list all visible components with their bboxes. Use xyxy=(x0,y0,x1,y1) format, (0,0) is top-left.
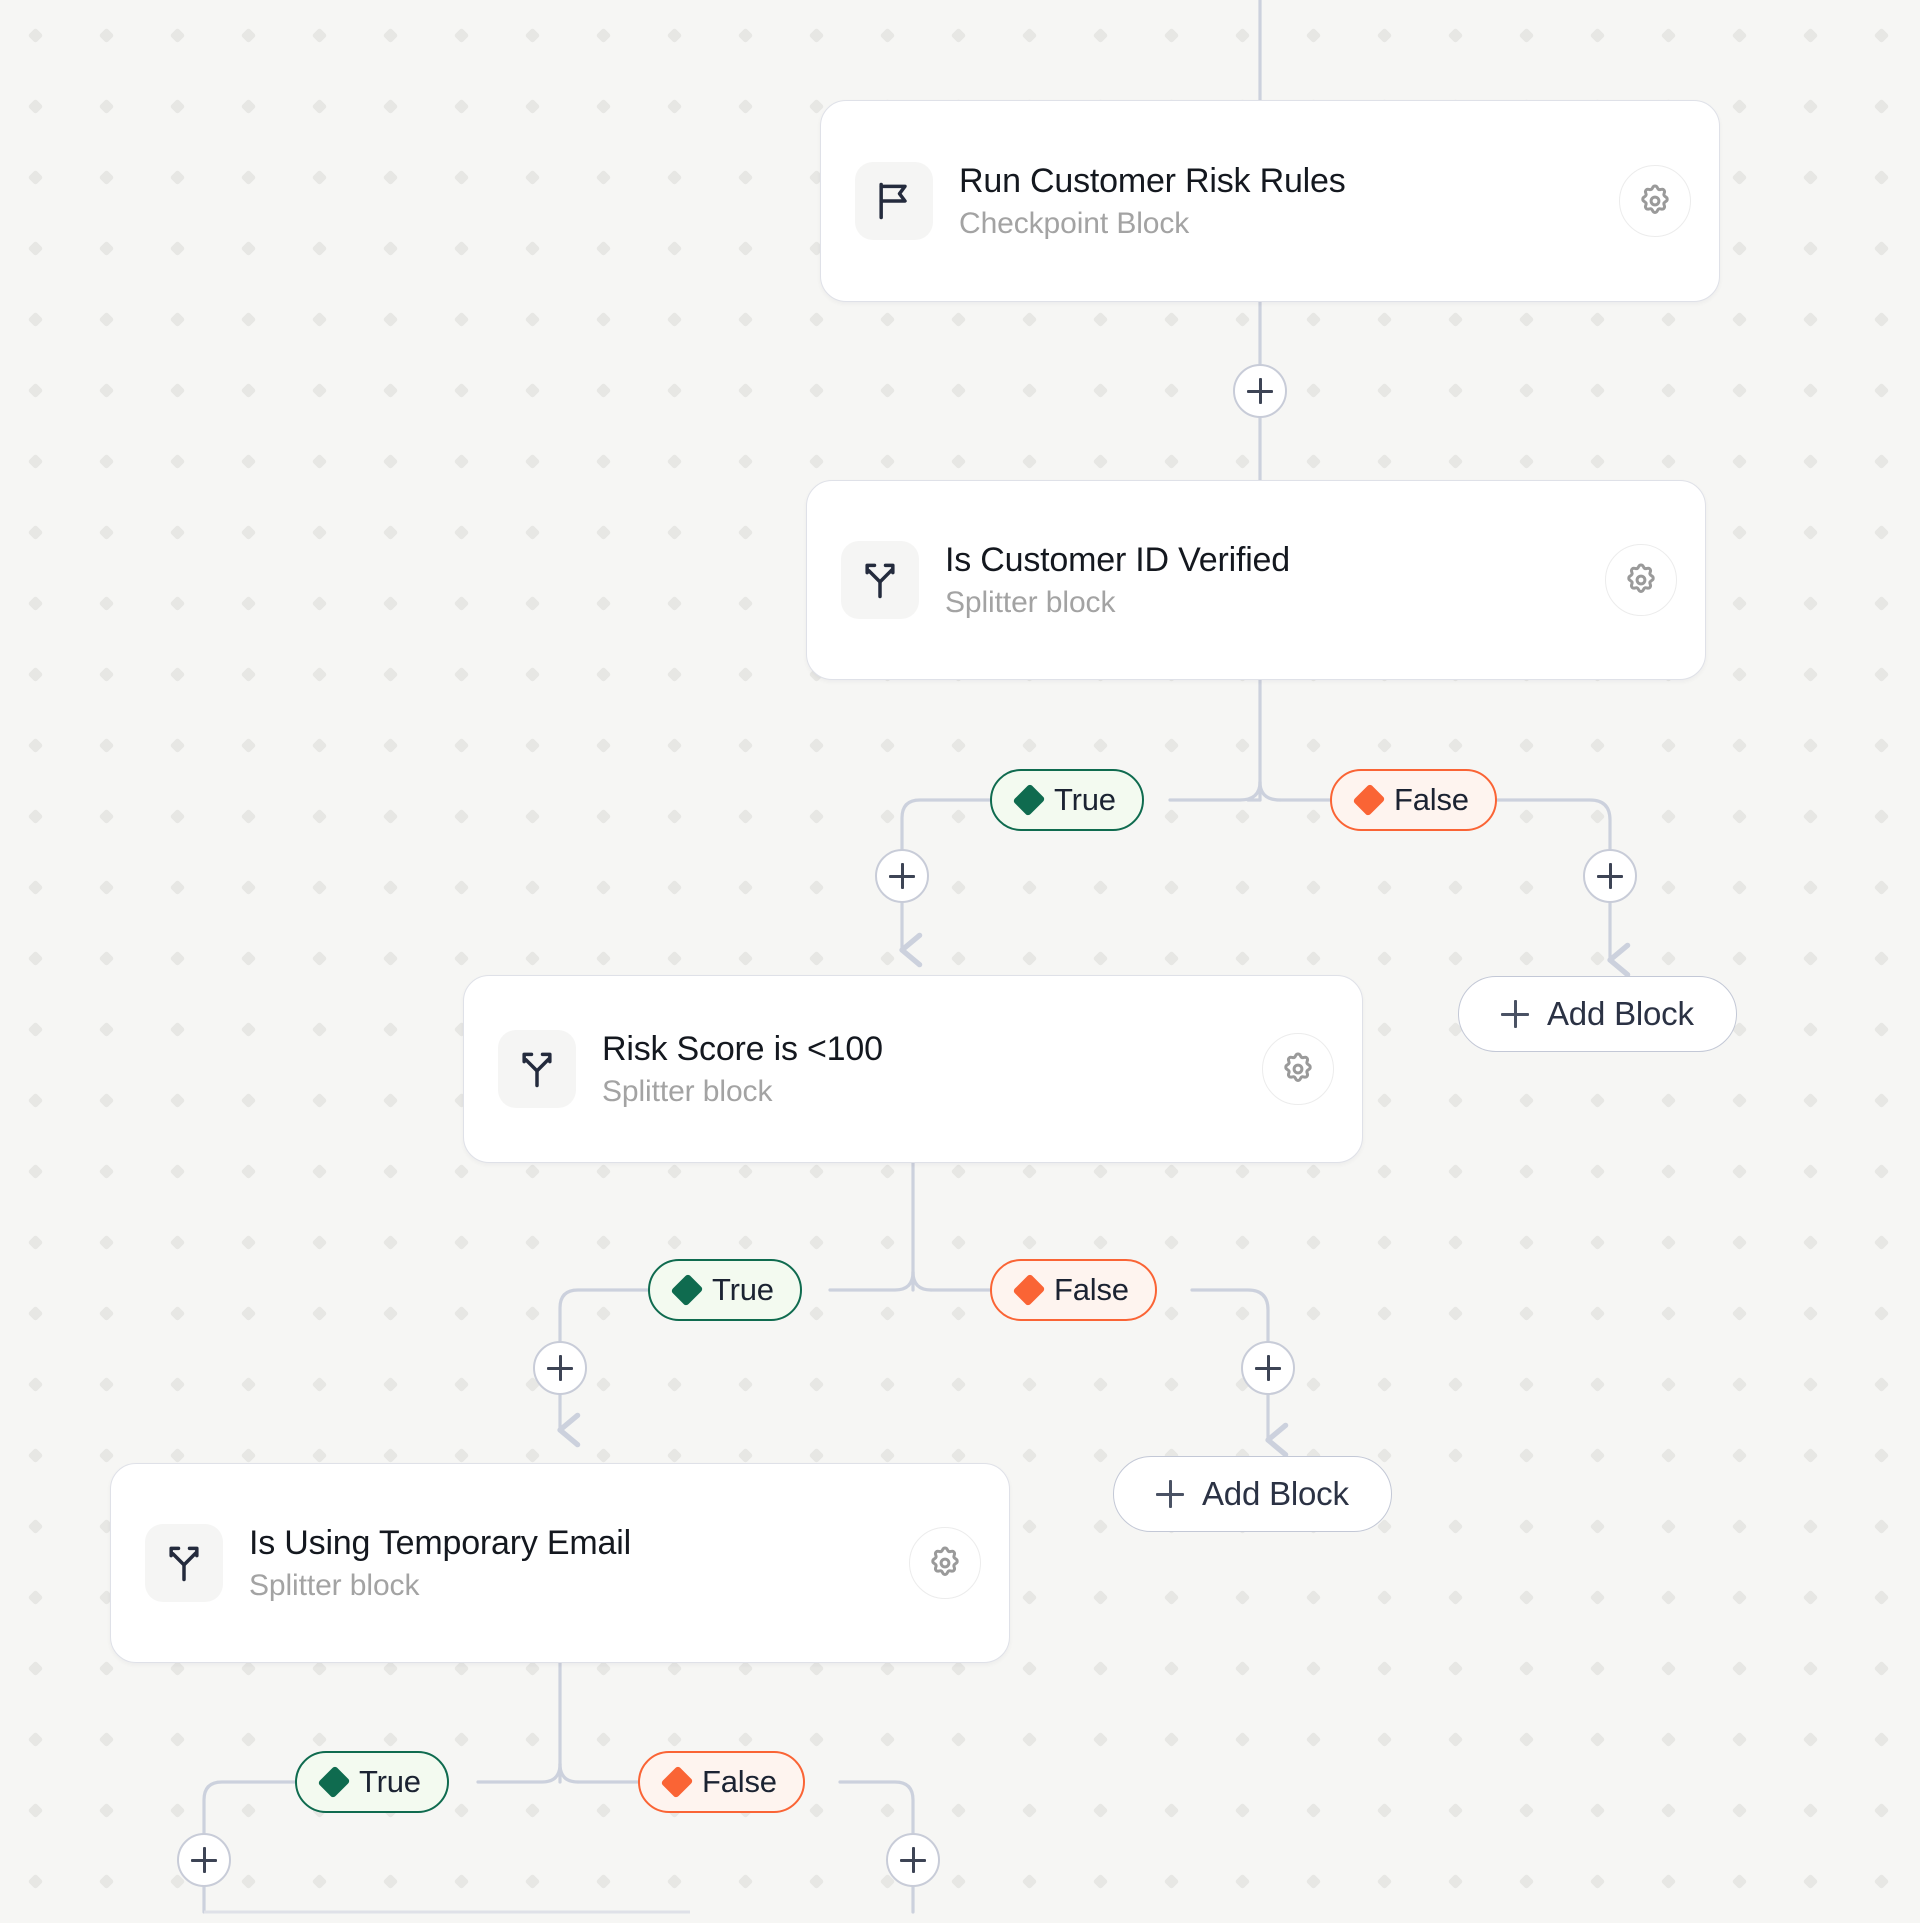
block-is-using-temporary-email[interactable]: Is Using Temporary Email Splitter block xyxy=(110,1463,1010,1663)
gear-icon[interactable] xyxy=(1605,544,1677,616)
block-text: Is Customer ID Verified Splitter block xyxy=(945,541,1579,620)
insert-verified-true-branch-button[interactable] xyxy=(875,849,929,903)
insert-after-checkpoint-button[interactable] xyxy=(1233,364,1287,418)
branch-label: False xyxy=(1394,782,1469,817)
diamond-icon xyxy=(1012,1273,1046,1307)
gear-icon[interactable] xyxy=(1262,1033,1334,1105)
block-subtitle: Splitter block xyxy=(249,1568,420,1602)
block-run-customer-risk-rules[interactable]: Run Customer Risk Rules Checkpoint Block xyxy=(820,100,1720,302)
gear-icon[interactable] xyxy=(1619,165,1691,237)
insert-temp-true-branch-button[interactable] xyxy=(177,1833,231,1887)
insert-temp-false-branch-button[interactable] xyxy=(886,1833,940,1887)
diamond-icon xyxy=(317,1765,351,1799)
branch-pill-risk-true[interactable]: True xyxy=(648,1259,802,1321)
branch-label: False xyxy=(702,1764,777,1799)
branch-label: False xyxy=(1054,1272,1129,1307)
insert-risk-true-branch-button[interactable] xyxy=(533,1341,587,1395)
diamond-icon xyxy=(1352,783,1386,817)
gear-icon[interactable] xyxy=(909,1527,981,1599)
block-text: Is Using Temporary Email Splitter block xyxy=(249,1524,883,1603)
insert-risk-false-branch-button[interactable] xyxy=(1241,1341,1295,1395)
add-block-risk-false-button[interactable]: Add Block xyxy=(1113,1456,1392,1532)
block-is-customer-id-verified[interactable]: Is Customer ID Verified Splitter block xyxy=(806,480,1706,680)
splitter-icon xyxy=(498,1030,576,1108)
block-title: Is Using Temporary Email xyxy=(249,1523,631,1562)
diamond-icon xyxy=(670,1273,704,1307)
branch-label: True xyxy=(1054,782,1116,817)
branch-label: True xyxy=(359,1764,421,1799)
plus-icon xyxy=(1156,1480,1184,1508)
block-title: Is Customer ID Verified xyxy=(945,540,1290,579)
splitter-icon xyxy=(841,541,919,619)
diamond-icon xyxy=(1012,783,1046,817)
branch-pill-verified-true[interactable]: True xyxy=(990,769,1144,831)
splitter-icon xyxy=(145,1524,223,1602)
block-subtitle: Splitter block xyxy=(602,1074,773,1108)
branch-pill-temp-email-false[interactable]: False xyxy=(638,1751,805,1813)
block-risk-score-is-under-100[interactable]: Risk Score is <100 Splitter block xyxy=(463,975,1363,1163)
block-title: Run Customer Risk Rules xyxy=(959,161,1346,200)
add-block-label: Add Block xyxy=(1547,995,1694,1032)
insert-verified-false-branch-button[interactable] xyxy=(1583,849,1637,903)
branch-pill-temp-email-true[interactable]: True xyxy=(295,1751,449,1813)
block-title: Risk Score is <100 xyxy=(602,1029,883,1068)
flag-icon xyxy=(855,162,933,240)
block-text: Risk Score is <100 Splitter block xyxy=(602,1030,1236,1109)
add-block-verified-false-button[interactable]: Add Block xyxy=(1458,976,1737,1052)
add-block-label: Add Block xyxy=(1202,1475,1349,1512)
block-subtitle: Checkpoint Block xyxy=(959,206,1190,240)
branch-label: True xyxy=(712,1272,774,1307)
block-text: Run Customer Risk Rules Checkpoint Block xyxy=(959,162,1593,241)
branch-pill-verified-false[interactable]: False xyxy=(1330,769,1497,831)
block-subtitle: Splitter block xyxy=(945,585,1116,619)
branch-pill-risk-false[interactable]: False xyxy=(990,1259,1157,1321)
plus-icon xyxy=(1501,1000,1529,1028)
diamond-icon xyxy=(660,1765,694,1799)
